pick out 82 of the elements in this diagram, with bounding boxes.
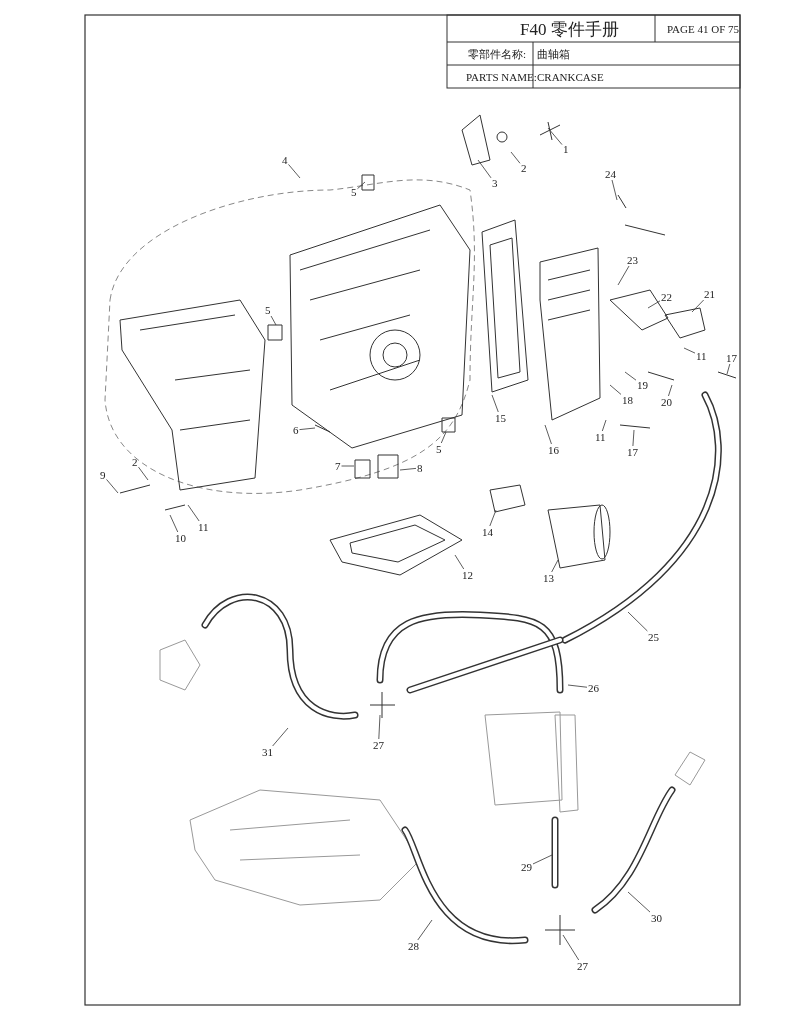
callout-number: 1 [562,143,570,155]
leader-line [601,419,607,432]
leader-line [562,934,580,961]
callout-number: 10 [174,532,187,544]
leader-line [299,427,316,430]
leader-line [726,363,731,375]
callout-number: 22 [660,291,673,303]
callout-number: 2 [131,456,139,468]
leader-line [683,347,696,354]
callout-number: 16 [547,444,560,456]
leader-line [272,727,289,747]
title: F40 零件手册 [520,18,619,41]
callout-number: 11 [695,350,708,362]
callout-number: 25 [647,631,660,643]
leader-line [624,371,637,381]
leader-line [357,181,366,190]
callout-number: 21 [703,288,716,300]
callout-number: 2 [520,162,528,174]
leader-line [399,468,417,471]
leader-line [491,394,499,413]
callout-number: 4 [281,154,289,166]
callout-number: 30 [650,912,663,924]
field-label: PARTS NAME: [466,70,537,85]
leader-line [617,265,630,286]
leader-line [567,684,588,688]
leader-line [341,465,355,467]
callout-number: 19 [636,379,649,391]
leader-line [169,514,179,533]
callout-number: 3 [491,177,499,189]
leader-line [627,611,648,632]
leader-line [551,559,559,573]
callout-number: 27 [372,739,385,751]
callout-number: 17 [725,352,738,364]
leader-line [609,384,622,395]
callout-number: 20 [660,396,673,408]
leader-line [647,300,661,309]
callout-number: 31 [261,746,274,758]
field-label: 零部件名称: [468,46,527,62]
callout-number: 13 [542,572,555,584]
callout-number: 29 [520,861,533,873]
callout-number: 8 [416,462,424,474]
page-number: PAGE 41 OF 75 [667,22,740,37]
callout-number: 28 [407,940,420,952]
callout-number: 11 [594,431,607,443]
callout-number: 18 [621,394,634,406]
leader-line [627,891,651,913]
leader-line [510,151,521,164]
callout-number: 9 [99,469,107,481]
field-value: CRANKCASE [537,70,604,85]
callout-number: 7 [334,460,342,472]
leader-line [417,919,433,941]
callout-number: 6 [292,424,300,436]
callout-number: 15 [494,412,507,424]
leader-line [270,315,277,326]
leader-line [106,479,119,494]
leader-line [544,424,552,445]
leader-line [288,164,301,179]
leader-line [532,854,553,865]
leader-line [378,714,381,740]
leader-line [632,429,635,447]
leader-line [187,504,200,522]
leader-line [440,431,447,444]
leader-line [138,466,149,481]
callout-number: 5 [264,304,272,316]
leader-line [668,384,673,397]
callout-number: 24 [604,168,617,180]
leader-line [691,299,705,313]
callout-number: 26 [587,682,600,694]
callout-number: 12 [461,569,474,581]
callout-number: 11 [197,521,210,533]
leader-line [477,159,492,179]
field-value: 曲轴箱 [537,46,570,62]
leader-line [454,554,465,570]
callout-number: 23 [626,254,639,266]
leader-line [611,179,618,201]
callout-number: 5 [435,443,443,455]
callout-number: 5 [350,186,358,198]
callout-number: 17 [626,446,639,458]
callout-number: 27 [576,960,589,972]
leader-line [547,127,563,145]
callout-number: 14 [481,526,494,538]
leader-line [489,509,497,527]
